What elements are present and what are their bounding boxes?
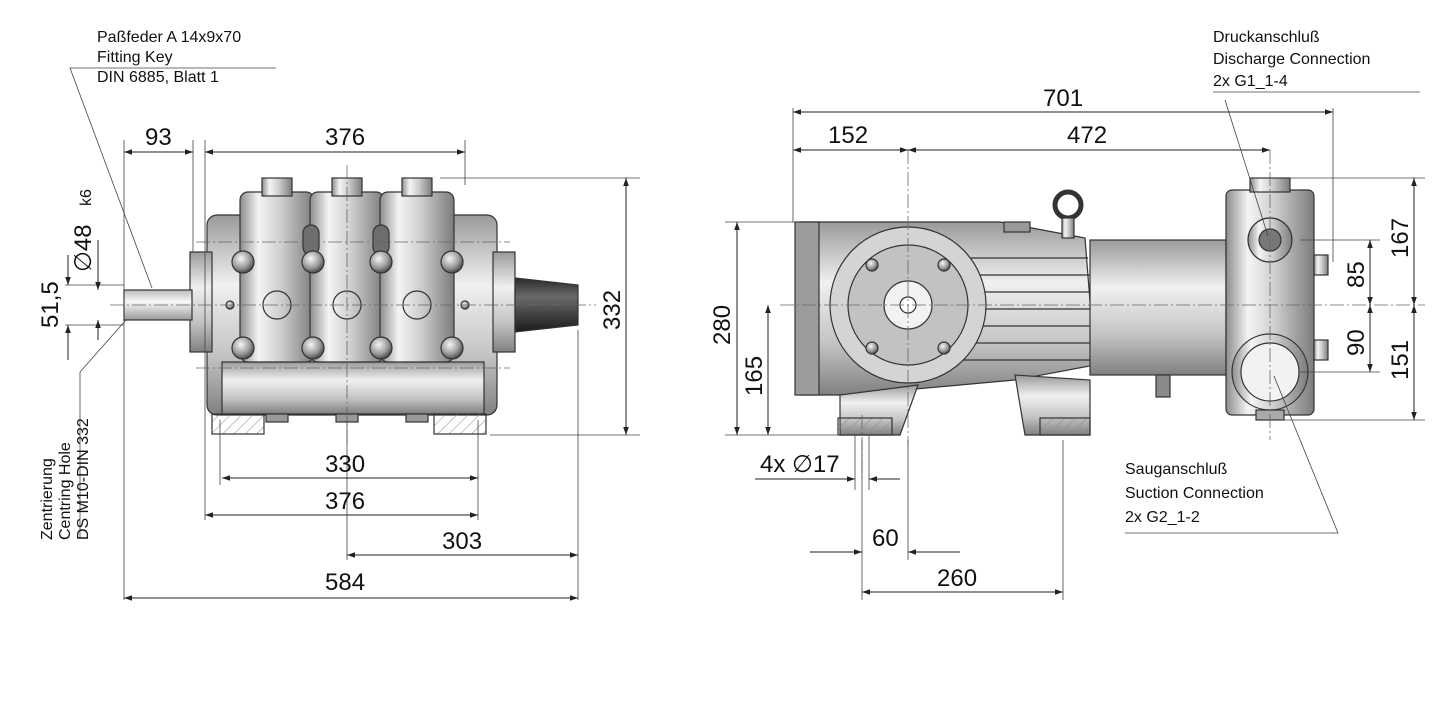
dim-151: 151 [1387, 340, 1414, 380]
fitting-key-line-2: Fitting Key [97, 49, 173, 66]
dim-303: 303 [442, 528, 482, 555]
fitting-key-line-1: Paßfeder A 14x9x70 [97, 29, 241, 46]
dim-332: 332 [599, 290, 626, 330]
dim-167: 167 [1387, 218, 1414, 258]
dim-85: 85 [1343, 261, 1370, 288]
centring-hole-line-3: DS M10-DIN 332 [75, 418, 92, 540]
side-pump-body [794, 177, 1329, 436]
dim-4x17: 4x ∅17 [760, 451, 840, 478]
dim-376-top: 376 [325, 124, 365, 151]
dim-472: 472 [1067, 122, 1107, 149]
dim-376-bottom: 376 [325, 488, 365, 515]
side-view: Druckanschluß Discharge Connection 2x G1… [709, 29, 1425, 600]
dim-701: 701 [1043, 85, 1083, 112]
front-view: Paßfeder A 14x9x70 Fitting Key DIN 6885,… [37, 29, 640, 601]
dim-60: 60 [872, 525, 899, 552]
dim-152: 152 [828, 122, 868, 149]
suction-line-3: 2x G2_1-2 [1125, 509, 1200, 526]
dim-330: 330 [325, 451, 365, 478]
discharge-line-2: Discharge Connection [1213, 51, 1370, 68]
dim-280: 280 [709, 305, 736, 345]
front-pump-body [123, 177, 579, 435]
dim-260: 260 [937, 565, 977, 592]
dim-51-5: 51,5 [37, 281, 64, 328]
dim-48-tolerance: k6 [78, 189, 95, 206]
fitting-key-line-3: DIN 6885, Blatt 1 [97, 69, 219, 86]
centring-hole-line-1: Zentrierung [39, 458, 56, 540]
dim-584: 584 [325, 569, 365, 596]
dim-165: 165 [741, 356, 768, 396]
centring-hole-line-2: Centring Hole [57, 442, 74, 540]
suction-line-1: Sauganschluß [1125, 461, 1228, 478]
dim-93: 93 [145, 124, 172, 151]
discharge-line-3: 2x G1_1-4 [1213, 73, 1288, 90]
dim-48: ∅48 [70, 224, 97, 272]
suction-line-2: Suction Connection [1125, 485, 1264, 502]
discharge-line-1: Druckanschluß [1213, 29, 1320, 46]
dim-90: 90 [1343, 329, 1370, 356]
